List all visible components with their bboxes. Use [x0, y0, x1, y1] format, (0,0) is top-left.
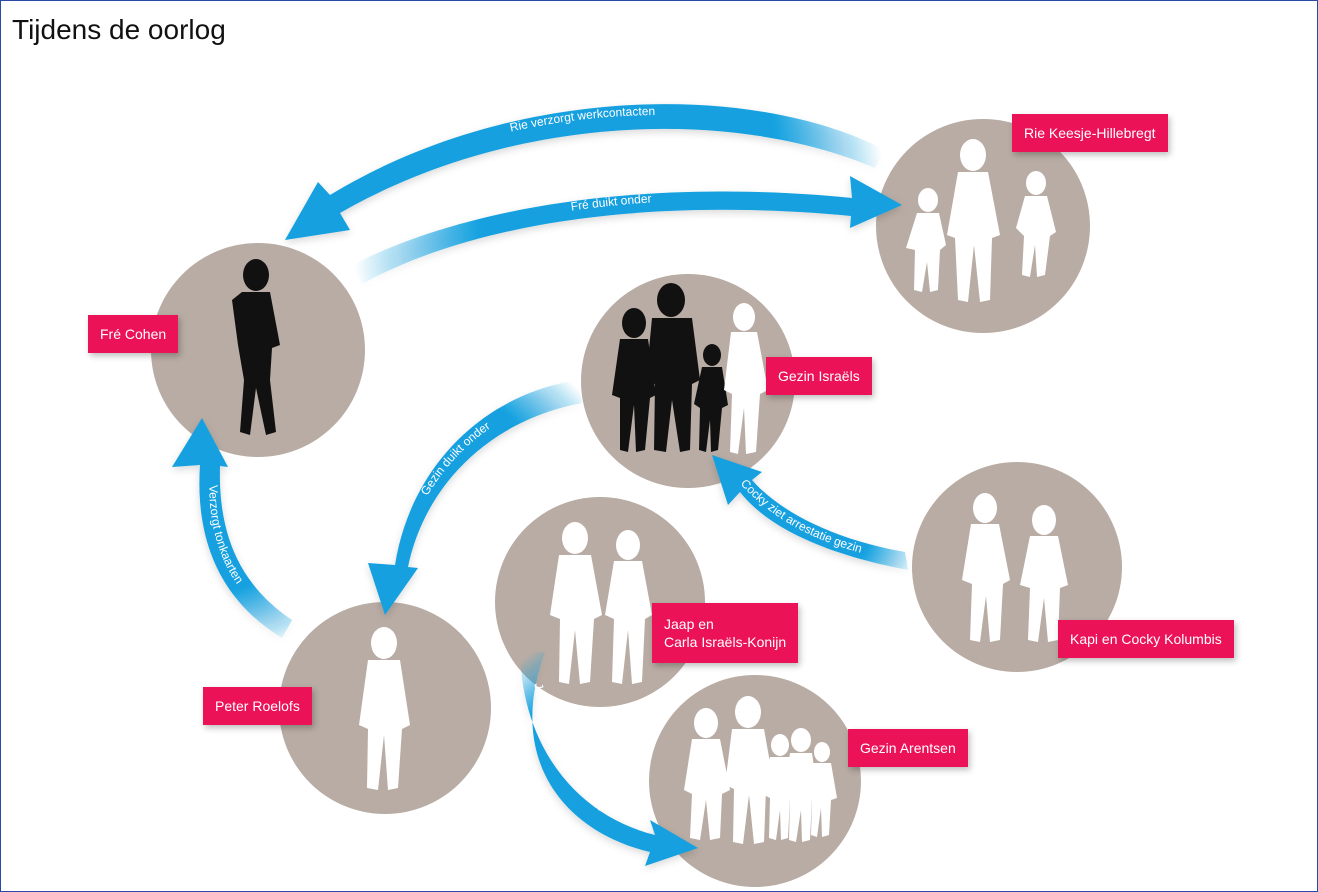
silhouette-rie-family — [906, 139, 1056, 302]
silhouette-arentsen-family — [684, 696, 837, 844]
label-jaap: Jaap en Carla Israëls-Konijn — [652, 603, 799, 663]
label-fre-cohen: Fré Cohen — [88, 315, 179, 353]
page-title: Tijdens de oorlog — [12, 14, 226, 45]
label-rie: Rie Keesje-Hillebregt — [1012, 114, 1168, 152]
silhouette-peter — [359, 627, 410, 790]
silhouette-kapi-cocky — [962, 493, 1068, 642]
arrow-peter-to-fre — [172, 418, 292, 638]
label-arentsen: Gezin Arentsen — [848, 729, 968, 767]
silhouette-israels-family — [612, 283, 768, 454]
label-peter: Peter Roelofs — [203, 687, 312, 725]
arrow-label-israels-to-peter: Gezin duikt onder — [418, 419, 493, 498]
arrow-rie-to-fre — [285, 104, 885, 240]
arrow-israels-to-peter — [368, 380, 582, 615]
label-jaap-line1: Jaap en — [664, 616, 714, 632]
arrow-kapi-to-israels — [712, 455, 908, 570]
silhouette-fre-cohen — [232, 259, 280, 435]
label-jaap-line2: Carla Israëls-Konijn — [664, 634, 787, 650]
silhouette-jaap-carla — [550, 522, 652, 684]
label-kapi: Kapi en Cocky Kolumbis — [1058, 620, 1234, 658]
label-israels: Gezin Israëls — [766, 357, 872, 395]
arrow-label-kapi-to-israels: Cocky ziet arrestatie gezin — [738, 476, 864, 555]
arrow-fre-to-rie — [352, 176, 902, 284]
arrow-jaap-to-arentsen — [520, 652, 698, 866]
arrow-label-peter-to-fre: Verzorgt tonkaarten — [206, 485, 246, 586]
node-circle-kapi — [912, 462, 1122, 672]
